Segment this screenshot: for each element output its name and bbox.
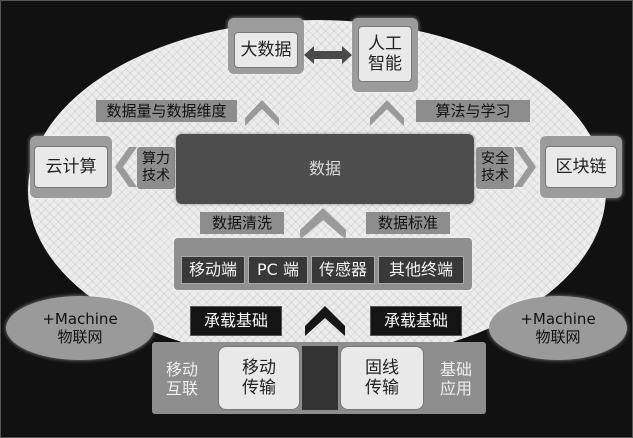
volume-dimension-label: 数据量与数据维度 [96, 100, 237, 122]
data-standard-label: 数据标准 [366, 212, 450, 234]
chevron-up-icon [300, 208, 346, 240]
mobile-internet-line1: 移动 [165, 359, 198, 379]
mobile-transmission-line1: 移动 [242, 357, 276, 378]
chevron-up-icon [370, 100, 404, 126]
cloud-label: 云计算 [45, 156, 97, 177]
cloud-box: 云计算 [34, 146, 108, 188]
terminal-sensor-label: 传感器 [318, 260, 367, 280]
carrier-right: 承载基础 [370, 306, 462, 336]
fixed-line-transmission-line2: 传输 [365, 378, 399, 398]
carrier-left: 承载基础 [190, 306, 282, 336]
data-standard-text: 数据标准 [377, 214, 438, 232]
security-tech-line1: 安全 [481, 151, 509, 168]
data-cleaning-text: 数据清洗 [211, 214, 272, 232]
data-cleaning-label: 数据清洗 [200, 212, 284, 234]
big-data-label: 大数据 [240, 39, 292, 60]
iot-right-ellipse: +Machine 物联网 [489, 296, 627, 360]
security-tech-label: 安全 技术 [476, 147, 514, 189]
volume-dimension-text: 数据量与数据维度 [106, 102, 227, 120]
basic-application-line2: 应用 [439, 379, 472, 398]
chevron-left-icon [115, 147, 137, 187]
compute-tech-line1: 算力 [142, 151, 170, 168]
iot-left-ellipse: +Machine 物联网 [6, 296, 154, 360]
carrier-left-label: 承载基础 [203, 311, 268, 331]
terminal-other-label: 其他终端 [388, 260, 453, 280]
basic-application-label: 基础 应用 [430, 350, 482, 408]
terminal-pc-label: PC 端 [257, 260, 299, 280]
security-tech-line2: 技术 [481, 168, 509, 184]
chevron-up-icon [305, 306, 345, 336]
data-bar: 数据 [176, 134, 474, 204]
carrier-right-label: 承载基础 [383, 311, 448, 331]
big-data-box: 大数据 [234, 32, 298, 68]
mobile-transmission-box: 移动 传输 [218, 346, 300, 410]
ai-label-line1: 人工 [368, 33, 402, 54]
compute-tech-label: 算力 技术 [137, 147, 175, 189]
double-arrow-icon [304, 46, 352, 64]
iot-right-line2: 物联网 [535, 328, 581, 346]
algorithm-learning-text: 算法与学习 [435, 102, 511, 120]
mobile-transmission-line2: 传输 [242, 378, 276, 398]
terminal-mobile: 移动端 [181, 256, 245, 284]
algorithm-learning-label: 算法与学习 [416, 100, 530, 122]
chevron-right-icon [514, 147, 536, 187]
terminal-other: 其他终端 [378, 256, 464, 284]
mobile-internet-line2: 互联 [165, 379, 198, 398]
iot-right-line1: +Machine [520, 310, 596, 328]
iot-left-line2: 物联网 [57, 328, 103, 346]
compute-tech-line2: 技术 [142, 168, 170, 184]
fixed-line-transmission-line1: 固线 [365, 357, 399, 378]
chevron-up-icon [245, 100, 279, 126]
blockchain-label: 区块链 [555, 156, 607, 177]
basic-application-line1: 基础 [439, 359, 472, 379]
ai-label-line2: 智能 [368, 54, 402, 74]
blockchain-box: 区块链 [545, 146, 617, 188]
bottom-middle-gap [302, 346, 338, 410]
terminal-pc: PC 端 [248, 256, 308, 284]
mobile-internet-label: 移动 互联 [156, 350, 208, 408]
fixed-line-transmission-box: 固线 传输 [340, 346, 424, 410]
iot-left-line1: +Machine [42, 310, 118, 328]
data-label: 数据 [308, 159, 341, 179]
terminal-sensor: 传感器 [311, 256, 375, 284]
terminal-mobile-label: 移动端 [188, 260, 237, 280]
ai-box: 人工 智能 [358, 26, 412, 82]
